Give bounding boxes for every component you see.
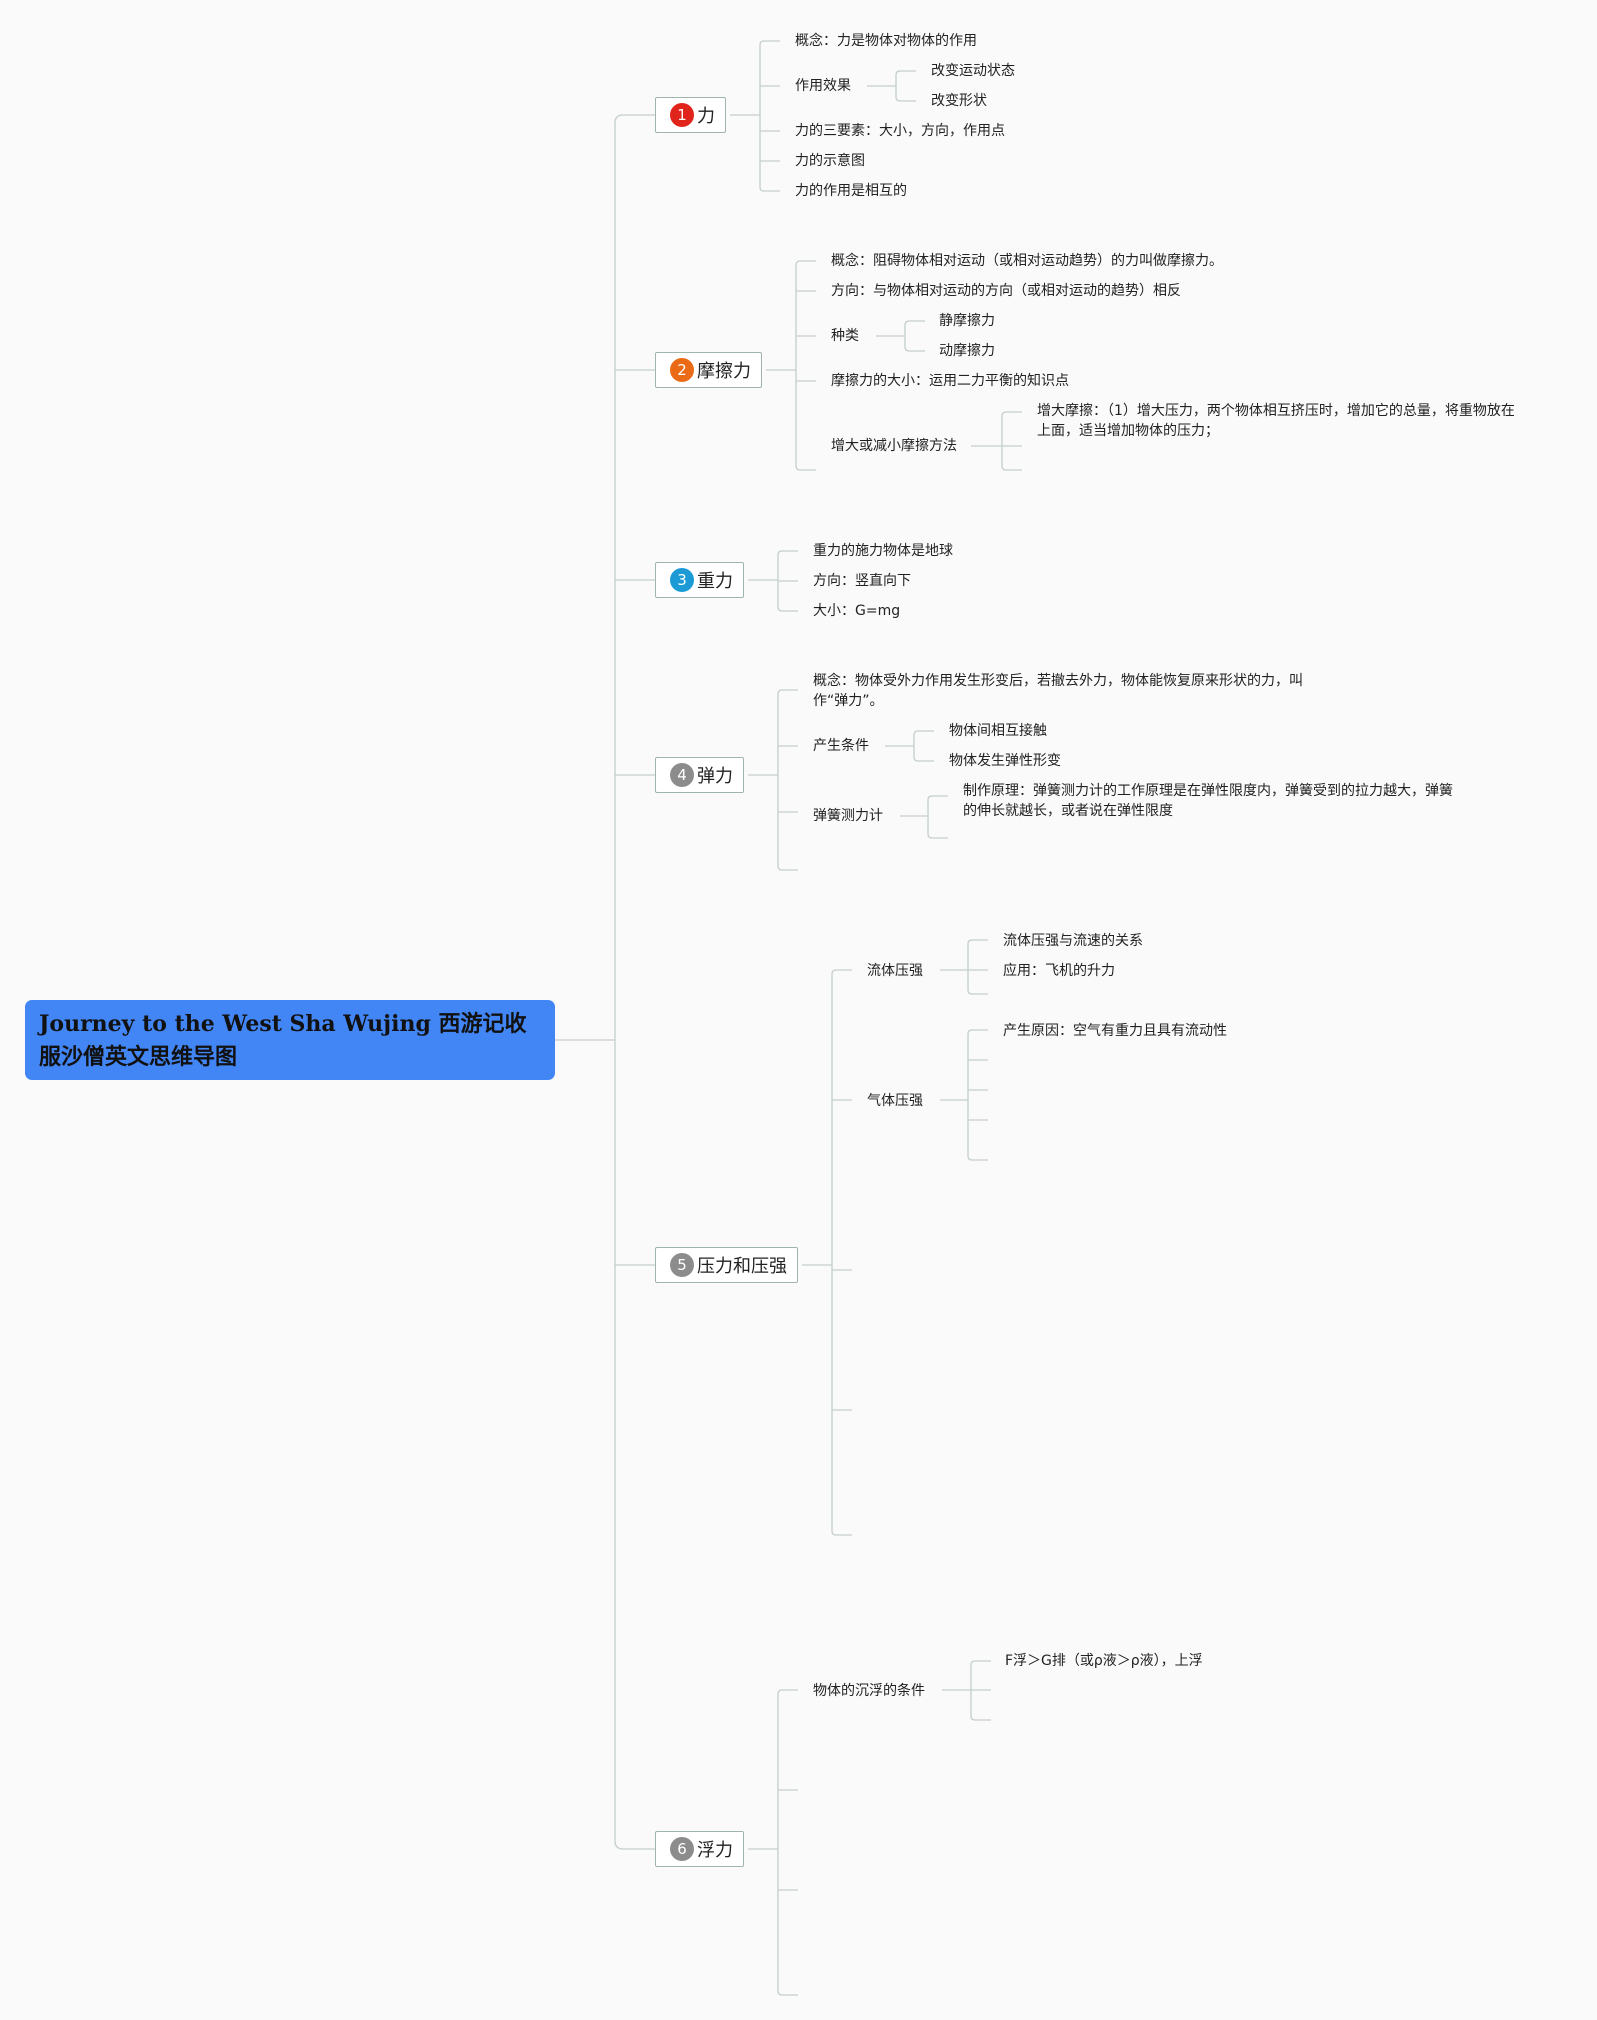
connector-line: [967, 989, 988, 995]
connector-line: [913, 756, 934, 762]
topic-label: 浮力: [697, 1840, 733, 1861]
leaf-static-friction[interactable]: 静摩擦力: [939, 313, 995, 329]
connector-line: [927, 833, 948, 839]
connector-line: [777, 689, 798, 695]
connector-line: [795, 465, 816, 471]
leaf-change-motion[interactable]: 改变运动状态: [931, 63, 1015, 79]
connector-line: [970, 1660, 991, 1666]
topic-label: 力: [697, 106, 715, 127]
subtopic-spring-scale[interactable]: 弹簧测力计: [813, 808, 883, 824]
topic-force[interactable]: 1 力: [655, 97, 726, 133]
connector-line: [795, 260, 816, 266]
connector-line: [970, 1715, 991, 1721]
connector-line: [895, 70, 916, 76]
subtopic-elastic-conditions[interactable]: 产生条件: [813, 738, 869, 754]
subtopic-friction-magnitude[interactable]: 摩擦力的大小：运用二力平衡的知识点: [831, 373, 1069, 389]
connector-line: [777, 1990, 798, 1996]
number-badge: 1: [670, 103, 694, 127]
topic-gravity[interactable]: 3 重力: [655, 562, 744, 598]
number-badge: 6: [670, 1837, 694, 1861]
subtopic-force-elements[interactable]: 力的三要素：大小，方向，作用点: [795, 123, 1005, 139]
subtopic-force-effect[interactable]: 作用效果: [795, 78, 851, 94]
leaf-change-shape[interactable]: 改变形状: [931, 93, 987, 109]
connector-line: [904, 320, 925, 326]
root-topic[interactable]: Journey to the West Sha Wujing 西游记收服沙僧英文…: [25, 1000, 555, 1080]
subtopic-force-mutual[interactable]: 力的作用是相互的: [795, 183, 907, 199]
connector-line: [777, 606, 798, 612]
connector-line: [913, 730, 934, 736]
connector-line: [927, 795, 948, 801]
leaf-deformation[interactable]: 物体发生弹性形变: [949, 753, 1061, 769]
subtopic-elastic-concept[interactable]: 概念：物体受外力作用发生形变后，若撤去外力，物体能恢复原来形状的力，叫作“弹力”…: [813, 673, 1303, 709]
connector-line: [614, 114, 655, 124]
connector-line: [1001, 411, 1022, 417]
subtopic-friction-concept[interactable]: 概念：阻碍物体相对运动（或相对运动趋势）的力叫做摩擦力。: [831, 253, 1223, 269]
subtopic-force-concept[interactable]: 概念：力是物体对物体的作用: [795, 33, 977, 49]
number-badge: 4: [670, 763, 694, 787]
topic-label: 摩擦力: [697, 361, 751, 382]
connector-line: [831, 1530, 852, 1536]
connector-line: [777, 1689, 798, 1695]
topic-elastic-force[interactable]: 4 弹力: [655, 757, 744, 793]
connector-line: [967, 1029, 988, 1035]
topic-label: 压力和压强: [697, 1256, 787, 1277]
subtopic-force-diagram[interactable]: 力的示意图: [795, 153, 865, 169]
connector-line: [1001, 465, 1022, 471]
leaf-airplane-lift[interactable]: 应用：飞机的升力: [1003, 963, 1115, 979]
connector-line: [777, 550, 798, 556]
number-badge: 3: [670, 568, 694, 592]
subtopic-float-sink[interactable]: 物体的沉浮的条件: [813, 1683, 925, 1699]
topic-pressure[interactable]: 5 压力和压强: [655, 1247, 798, 1283]
leaf-increase-friction[interactable]: 增大摩擦：（1）增大压力，两个物体相互挤压时，增加它的总量，将重物放在上面，适当…: [1037, 403, 1515, 439]
leaf-gas-cause[interactable]: 产生原因：空气有重力且具有流动性: [1003, 1023, 1227, 1039]
number-badge: 2: [670, 358, 694, 382]
leaf-contact[interactable]: 物体间相互接触: [949, 723, 1047, 739]
subtopic-friction-methods[interactable]: 增大或减小摩擦方法: [831, 438, 957, 454]
topic-label: 弹力: [697, 766, 733, 787]
connector-line: [904, 346, 925, 352]
connector-line: [759, 40, 780, 46]
subtopic-gravity-magnitude[interactable]: 大小：G=mg: [813, 603, 901, 619]
subtopic-gas-pressure[interactable]: 气体压强: [867, 1093, 923, 1109]
topic-label: 重力: [697, 571, 733, 592]
connector-line: [831, 969, 852, 975]
connector-line: [967, 1155, 988, 1161]
subtopic-friction-types[interactable]: 种类: [831, 328, 859, 344]
connector-line: [895, 96, 916, 102]
subtopic-friction-direction[interactable]: 方向：与物体相对运动的方向（或相对运动的趋势）相反: [831, 283, 1181, 299]
leaf-float-up[interactable]: F浮＞G排（或ρ液＞ρ液），上浮: [1005, 1653, 1203, 1669]
connector-line: [967, 939, 988, 945]
connector-line: [777, 865, 798, 871]
subtopic-gravity-source[interactable]: 重力的施力物体是地球: [813, 543, 953, 559]
number-badge: 5: [670, 1253, 694, 1277]
topic-friction[interactable]: 2 摩擦力: [655, 352, 762, 388]
connector-line: [759, 186, 780, 192]
subtopic-gravity-direction[interactable]: 方向：竖直向下: [813, 573, 911, 589]
leaf-pressure-velocity[interactable]: 流体压强与流速的关系: [1003, 933, 1143, 949]
leaf-kinetic-friction[interactable]: 动摩擦力: [939, 343, 995, 359]
topic-buoyancy[interactable]: 6 浮力: [655, 1831, 744, 1867]
connector-line: [614, 1840, 655, 1850]
leaf-spring-principle[interactable]: 制作原理：弹簧测力计的工作原理是在弹性限度内，弹簧受到的拉力越大，弹簧的伸长就越…: [963, 783, 1453, 819]
subtopic-fluid-pressure[interactable]: 流体压强: [867, 963, 923, 979]
